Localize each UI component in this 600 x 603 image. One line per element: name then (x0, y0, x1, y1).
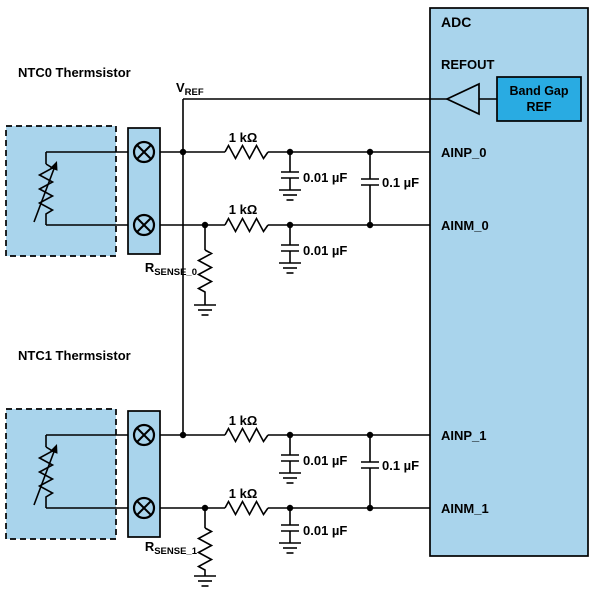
resistor-1k-icon (224, 426, 269, 444)
thermistor-arrow-line (33, 448, 56, 506)
switch-circle (132, 496, 156, 520)
resistor-1k-label: 1 kΩ (229, 486, 258, 501)
junction-dot (286, 148, 294, 156)
cap-001-label: 0.01 µF (303, 243, 347, 258)
resistor-1k-icon (224, 143, 269, 161)
channel-1: NTC1 Thermsistor 1 kΩ (5, 348, 430, 587)
thermistor-icon (33, 152, 58, 225)
ground-icon (279, 189, 301, 201)
pin-ainp0-label: AINP_0 (441, 145, 487, 160)
buffer-amp-icon (444, 82, 480, 116)
cap-001-label: 0.01 µF (303, 453, 347, 468)
junction-dot (366, 504, 374, 512)
resistor-1k-label: 1 kΩ (229, 130, 258, 145)
capacitor-icon (281, 508, 299, 543)
pin-ainp1-label: AINP_1 (441, 428, 487, 443)
switch-x (136, 427, 152, 443)
rsense0-label: RSENSE_0 (145, 260, 197, 278)
ground-icon (194, 304, 216, 316)
switch-circle (132, 140, 156, 164)
resistor-zigzag (196, 527, 214, 572)
switch-x (136, 217, 152, 233)
capacitor-icon (281, 435, 299, 473)
switch-icon (132, 423, 156, 447)
refout-pin-label: REFOUT (441, 57, 495, 72)
ground-icon (279, 262, 301, 274)
switch-circle (132, 423, 156, 447)
capacitor-icon (361, 152, 379, 225)
thermistor-icon (33, 435, 58, 508)
switch-circle (132, 213, 156, 237)
switch-icon (132, 213, 156, 237)
ntc1-label: NTC1 Thermsistor (18, 348, 131, 363)
switch-icon (132, 496, 156, 520)
vref-label: VREF (176, 80, 204, 98)
ntc0-label: NTC0 Thermsistor (18, 65, 131, 80)
pin-ainm0-label: AINM_0 (441, 218, 489, 233)
rsense0-resistor (196, 225, 214, 305)
junction-dot (366, 431, 374, 439)
thermistor-arrow-head (50, 444, 58, 454)
rsense1-label: RSENSE_1 (145, 539, 198, 557)
adc-block: ADC REFOUT Band Gap REF AINP_0 AINM_0 AI… (429, 7, 589, 557)
thermistor-arrow-head (50, 161, 58, 171)
pin-ainm1-label: AINM_1 (441, 501, 489, 516)
resistor-1k-label: 1 kΩ (229, 413, 258, 428)
vref-net: VREF (176, 80, 447, 439)
capacitor-icon (361, 435, 379, 508)
junction-dot (366, 221, 374, 229)
bandgap-ref-block (496, 76, 582, 122)
ground-icon (279, 472, 301, 484)
bandgap-label-line1: Band Gap (509, 84, 568, 98)
resistor-1k-icon (224, 216, 269, 234)
ground-icon (194, 575, 216, 587)
thermistor-zigzag (37, 163, 55, 216)
cap-01-label: 0.1 µF (382, 175, 419, 190)
switch-icon (132, 140, 156, 164)
bandgap-label-line2: REF (527, 100, 552, 114)
thermistor-zigzag (37, 446, 55, 499)
cap-01-label: 0.1 µF (382, 458, 419, 473)
thermistor-arrow-line (33, 165, 56, 223)
ntc0-dashed-box (5, 125, 117, 257)
junction-dot (201, 221, 209, 229)
ntc1-dashed-box (5, 408, 117, 540)
capacitor-icon (281, 225, 299, 263)
junction-dot (201, 504, 209, 512)
resistor-1k-label: 1 kΩ (229, 202, 258, 217)
cap-001-label: 0.01 µF (303, 523, 347, 538)
switch-x (136, 500, 152, 516)
junction-dot (286, 431, 294, 439)
capacitor-icon (281, 152, 299, 190)
junction-dot (286, 221, 294, 229)
resistor-1k-icon (224, 499, 269, 517)
rsense1-resistor (196, 508, 214, 576)
switch-x (136, 144, 152, 160)
resistor-zigzag (196, 249, 214, 298)
ground-icon (279, 542, 301, 554)
channel-0: NTC0 Thermsistor 1 kΩ (5, 65, 430, 316)
junction-dot (366, 148, 374, 156)
adc-title: ADC (441, 14, 471, 30)
cap-001-label: 0.01 µF (303, 170, 347, 185)
junction-dot (286, 504, 294, 512)
